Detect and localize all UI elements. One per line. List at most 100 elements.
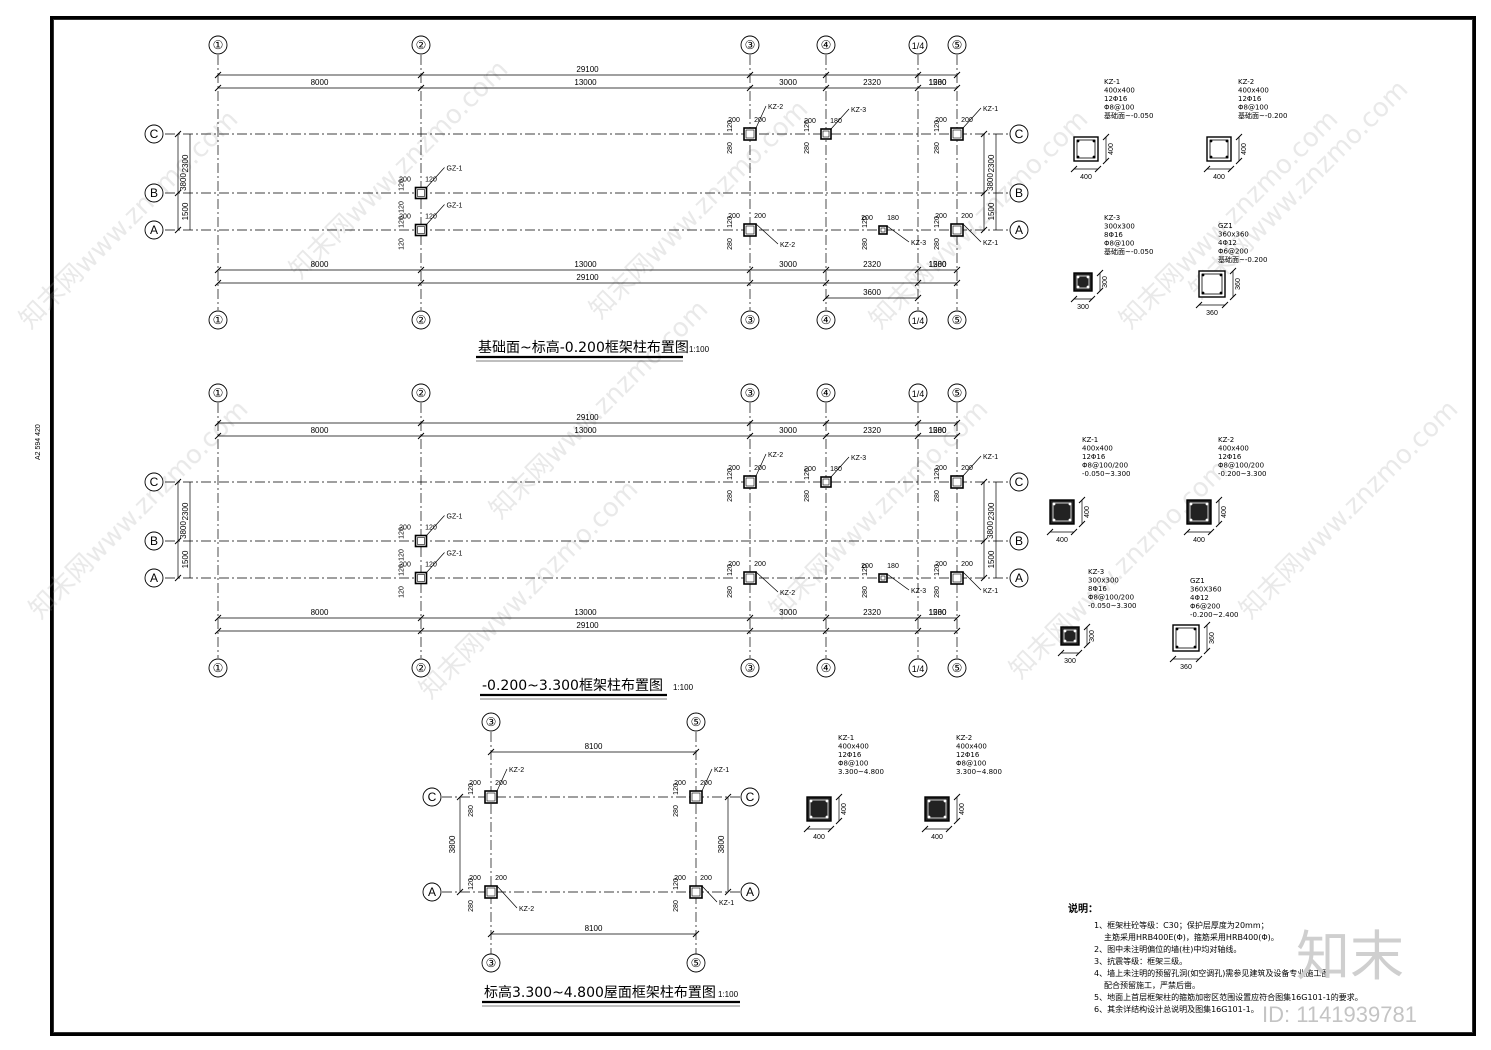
- axis-top-5-label: ⑤: [952, 386, 963, 400]
- label-kz3-c: KZ-3: [851, 107, 866, 114]
- axis-left-0: [144, 472, 164, 492]
- axis-left-0-label: C: [150, 127, 159, 141]
- axis-left-1-label: B: [150, 534, 158, 548]
- sec2-kz2-tick-h1: [1215, 520, 1223, 528]
- column-kz1-c: [950, 475, 964, 489]
- outer-border: [50, 16, 1476, 1036]
- sec1-gz1-tick-h0: [1229, 267, 1237, 275]
- axis-left-2: [144, 568, 164, 588]
- sec2-kz3-line-1: 300x300: [1088, 577, 1119, 585]
- col-dim-t-kz1-c: 120: [934, 468, 941, 480]
- col-dim-t-kz2-c: 120: [727, 468, 734, 480]
- notes-line-2: 主筋采用HRB400E(Φ)，箍筋采用HRB400(Φ)。: [1104, 932, 1279, 942]
- sec1-gz1-line-1: 360x360: [1218, 231, 1249, 239]
- sec1-kz3-line-1: 300x300: [1104, 223, 1135, 231]
- column-kz1-a: [950, 223, 964, 237]
- column-kz1-a: [950, 571, 964, 585]
- sec3-kz2-bar-1: [943, 799, 947, 803]
- col-dim-l-kz2-a: 200: [728, 561, 740, 568]
- sec2-kz1-line-0: KZ-1: [1082, 436, 1098, 444]
- tick-total-top-3: [822, 419, 830, 427]
- tick-bottom-2: [746, 266, 754, 274]
- sec2-kz2-dim-h-text: 400: [1221, 506, 1228, 518]
- col-dim-l-kz3-c: 200: [804, 118, 816, 125]
- axis-bottom-3-label: ④: [821, 313, 832, 327]
- sec2-kz3-tick-h0: [1083, 623, 1091, 631]
- axis-top-1: [411, 383, 431, 403]
- axis-top-4: [908, 383, 928, 403]
- label-kz3-a: KZ-3: [911, 240, 926, 247]
- tick-vert-r-0: [980, 130, 988, 138]
- tick-total-top-2: [746, 419, 754, 427]
- label-kz1-a-leader: [962, 571, 982, 591]
- column-section-details: KZ-1400x40012Φ16Φ8@100基础面~-0.050400400KZ…: [803, 78, 1287, 841]
- label-kz2-c: KZ-2: [509, 767, 524, 774]
- label-kz2-c-leader: [755, 453, 767, 477]
- sec3-kz1-dim-w-text: 400: [813, 834, 825, 841]
- axis-bottom-2: [740, 310, 760, 330]
- tick-vert-r-0: [980, 478, 988, 486]
- sec1-gz1-line-4: 基础面~-0.200: [1218, 255, 1267, 264]
- axis-right-2: [1009, 220, 1029, 240]
- dim-bottom-3: 2320: [863, 608, 881, 617]
- axis-left-a-label: A: [428, 885, 436, 899]
- notes-heading: 说明：: [1068, 902, 1098, 915]
- general-notes: 说明： 1、框架柱砼等级：C30；保护层厚度为20mm； 主筋采用HRB400E…: [1068, 902, 1363, 1014]
- column-gz1-a-inner: [417, 226, 425, 234]
- axis-bottom-3-label: ④: [821, 661, 832, 675]
- dim-top-text: 8100: [585, 742, 603, 751]
- col-dim-l-gz1-a: 200: [399, 214, 411, 221]
- sec3-kz2-bar-2: [927, 815, 931, 819]
- tick-bottom-2: [746, 614, 754, 622]
- sec1-kz2-line-3: Φ8@100: [1238, 104, 1268, 112]
- col-dim-r-kz3-c: 180: [830, 118, 842, 125]
- dim-top-3: 2320: [863, 426, 881, 435]
- dim-top-0: 8000: [311, 78, 329, 87]
- col-dim-r-kz2-c: 200: [495, 780, 507, 787]
- col-dim-r-kz1-c: 200: [700, 780, 712, 787]
- col-dim-r-gz1-b: 120: [425, 525, 437, 532]
- label-kz2-a-leader: [755, 223, 779, 245]
- col-dim-l-kz1-a: 200: [935, 561, 947, 568]
- col-dim-r-kz3-a: 180: [887, 215, 899, 222]
- tick-top-4: [914, 84, 922, 92]
- label-kz1-c: KZ-1: [714, 767, 729, 774]
- sec1-kz3-tick-h1: [1096, 287, 1104, 295]
- sec1-kz1-bar-3: [1092, 155, 1096, 159]
- col-dim-l-kz2-c: 200: [728, 117, 740, 124]
- axis-top-3: [816, 35, 836, 55]
- axis-left-c-label: C: [428, 790, 437, 804]
- notes-line-4: 3、抗震等级：框架三级。: [1094, 956, 1187, 966]
- sec2-kz3-bar-0: [1063, 629, 1067, 633]
- label-kz1-c: KZ-1: [983, 454, 998, 461]
- sec2-kz1-bar-3: [1068, 518, 1072, 522]
- sec3-kz1-bar-1: [825, 799, 829, 803]
- sec1-gz1-dim-w-text: 360: [1206, 310, 1218, 317]
- sec2-kz3-line-0: KZ-3: [1088, 568, 1104, 576]
- tick-bottom-1: [692, 930, 700, 938]
- dim-bottom-5: 1500: [929, 608, 947, 617]
- label-gz1-a: GZ-1: [447, 551, 463, 558]
- sec2-gz1-tick-w0: [1169, 655, 1177, 663]
- sec2-kz1-dim-w-text: 400: [1056, 537, 1068, 544]
- dim-bottom-5: 1500: [929, 260, 947, 269]
- col-dim-t-kz1-a: 120: [673, 878, 680, 890]
- tick-vert-r-1: [980, 537, 988, 545]
- axis-bottom-5-label: ⑤: [952, 313, 963, 327]
- sec2-gz1-stirrup: [1175, 627, 1197, 649]
- axis-bottom-2: [740, 658, 760, 678]
- sec2-kz3-bar-3: [1073, 639, 1077, 643]
- col-dim-r-kz2-c: 200: [754, 117, 766, 124]
- label-kz2-c-leader: [755, 105, 767, 129]
- sec2-kz3-tick-w1: [1075, 649, 1083, 657]
- tick-vl-0: [456, 793, 464, 801]
- col-dim-t-gz1-a: 120: [399, 216, 406, 228]
- dim-bottom-4: 1280: [929, 608, 947, 617]
- sec1-kz1-line-0: KZ-1: [1104, 78, 1120, 86]
- sec1-gz1-tick-w0: [1195, 301, 1203, 309]
- label-gz1-b: GZ-1: [447, 166, 463, 173]
- col-dim-l-kz1-a: 200: [674, 875, 686, 882]
- col-dim-t-kz3-a: 120: [862, 216, 869, 228]
- tick-total-bottom-4: [914, 279, 922, 287]
- column-kz3-a-inner: [880, 575, 886, 581]
